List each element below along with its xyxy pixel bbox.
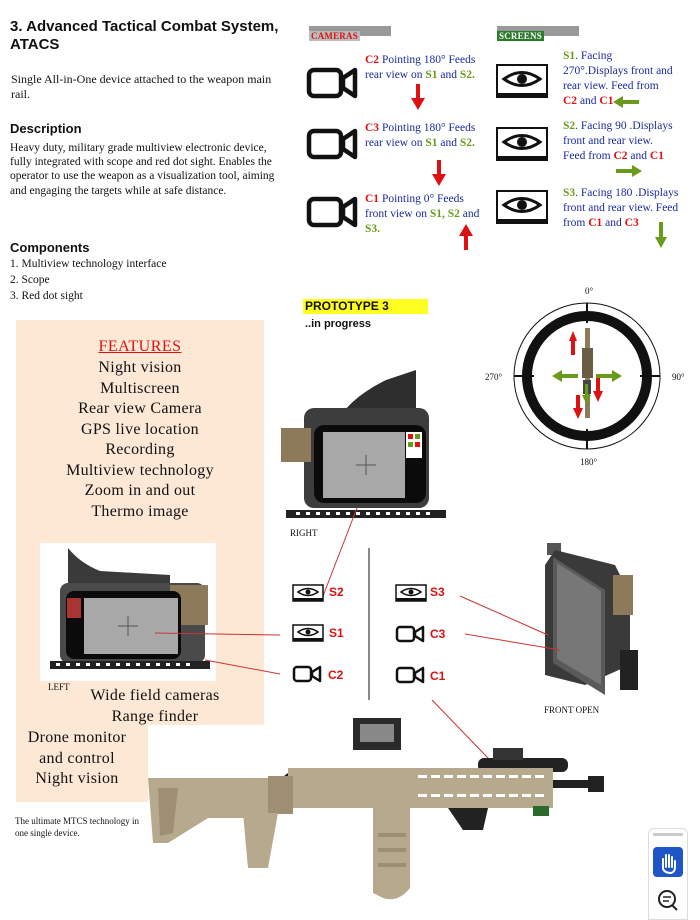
comment-search-icon	[653, 885, 683, 915]
toolbar-handle[interactable]	[653, 833, 683, 836]
comment-tool-button[interactable]	[653, 885, 683, 915]
hand-tool-button[interactable]	[653, 847, 683, 877]
legend-c2: C2	[328, 668, 343, 682]
legend-c3: C3	[430, 627, 445, 641]
legend-s3: S3	[430, 585, 445, 599]
eye-icon	[292, 624, 324, 642]
camera-icon	[292, 665, 322, 683]
rifle-image	[148, 718, 608, 908]
legend-s1: S1	[329, 626, 344, 640]
eye-icon	[292, 584, 324, 602]
floating-toolbar	[648, 828, 688, 920]
camera-icon	[395, 666, 425, 684]
eye-icon	[395, 584, 427, 602]
legend-s2: S2	[329, 585, 344, 599]
legend-c1: C1	[430, 669, 445, 683]
tagline: The ultimate MTCS technology in one sing…	[15, 815, 145, 839]
camera-icon	[395, 625, 425, 643]
hand-icon	[653, 847, 683, 877]
